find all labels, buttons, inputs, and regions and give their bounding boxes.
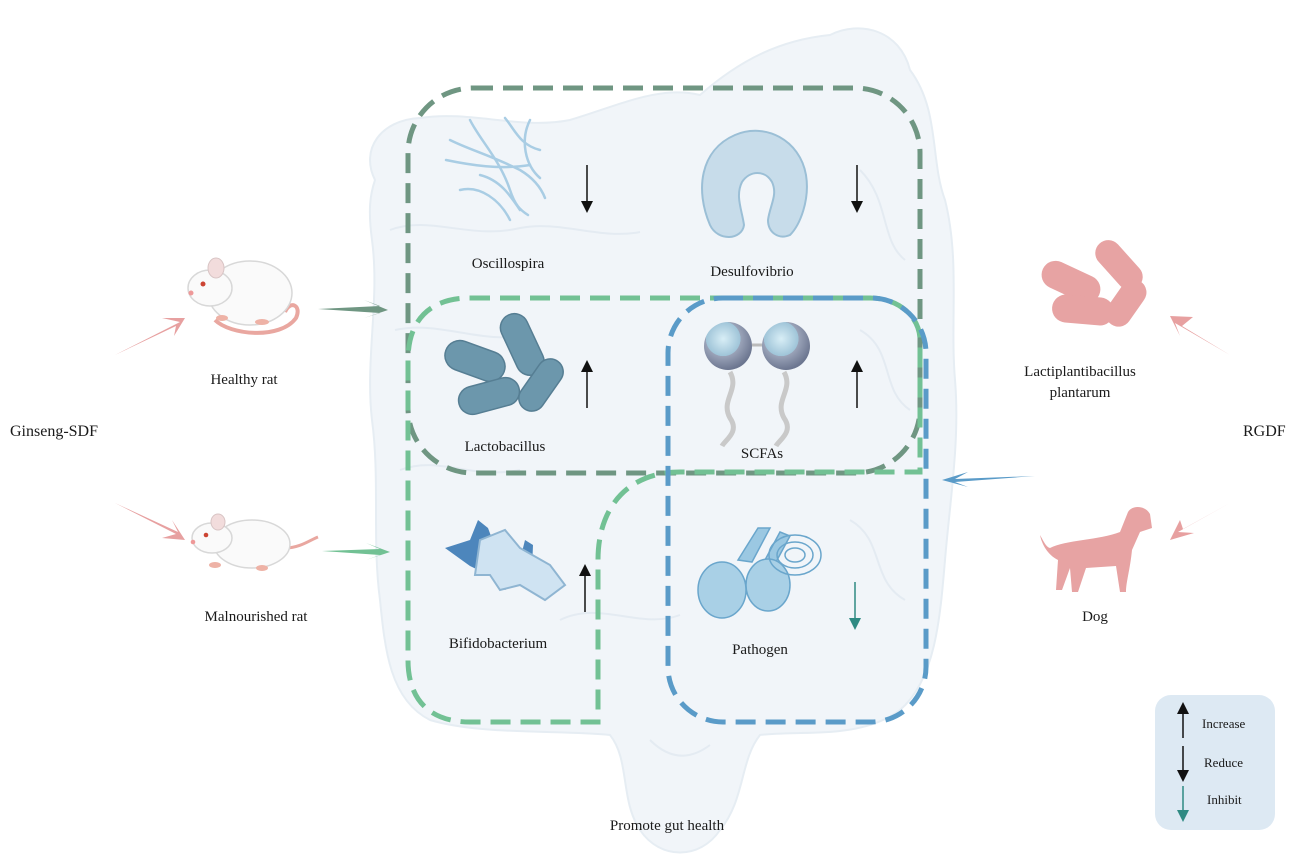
- oscillospira-label: Oscillospira: [472, 254, 545, 274]
- scfas-label: SCFAs: [741, 444, 783, 464]
- lactobacillus-label: Lactobacillus: [465, 437, 546, 457]
- ginseng-sdf-label: Ginseng-SDF: [10, 422, 98, 442]
- pathogen-label: Pathogen: [732, 640, 788, 660]
- legend-increase-label: Increase: [1202, 716, 1245, 732]
- healthy-rat-label: Healthy rat: [210, 370, 277, 390]
- legend-inhibit-label: Inhibit: [1207, 792, 1242, 808]
- diagram-title: Promote gut health: [610, 816, 724, 836]
- malnourished-rat-label: Malnourished rat: [205, 607, 308, 627]
- desulfovibrio-label: Desulfovibrio: [710, 262, 793, 282]
- bifidobacterium-label: Bifidobacterium: [449, 634, 547, 654]
- rgdf-label: RGDF: [1243, 422, 1286, 442]
- lactiplantibacillus-label: Lactiplantibacillus plantarum: [1005, 362, 1155, 404]
- dog-label: Dog: [1082, 607, 1108, 627]
- legend-reduce-label: Reduce: [1204, 755, 1243, 771]
